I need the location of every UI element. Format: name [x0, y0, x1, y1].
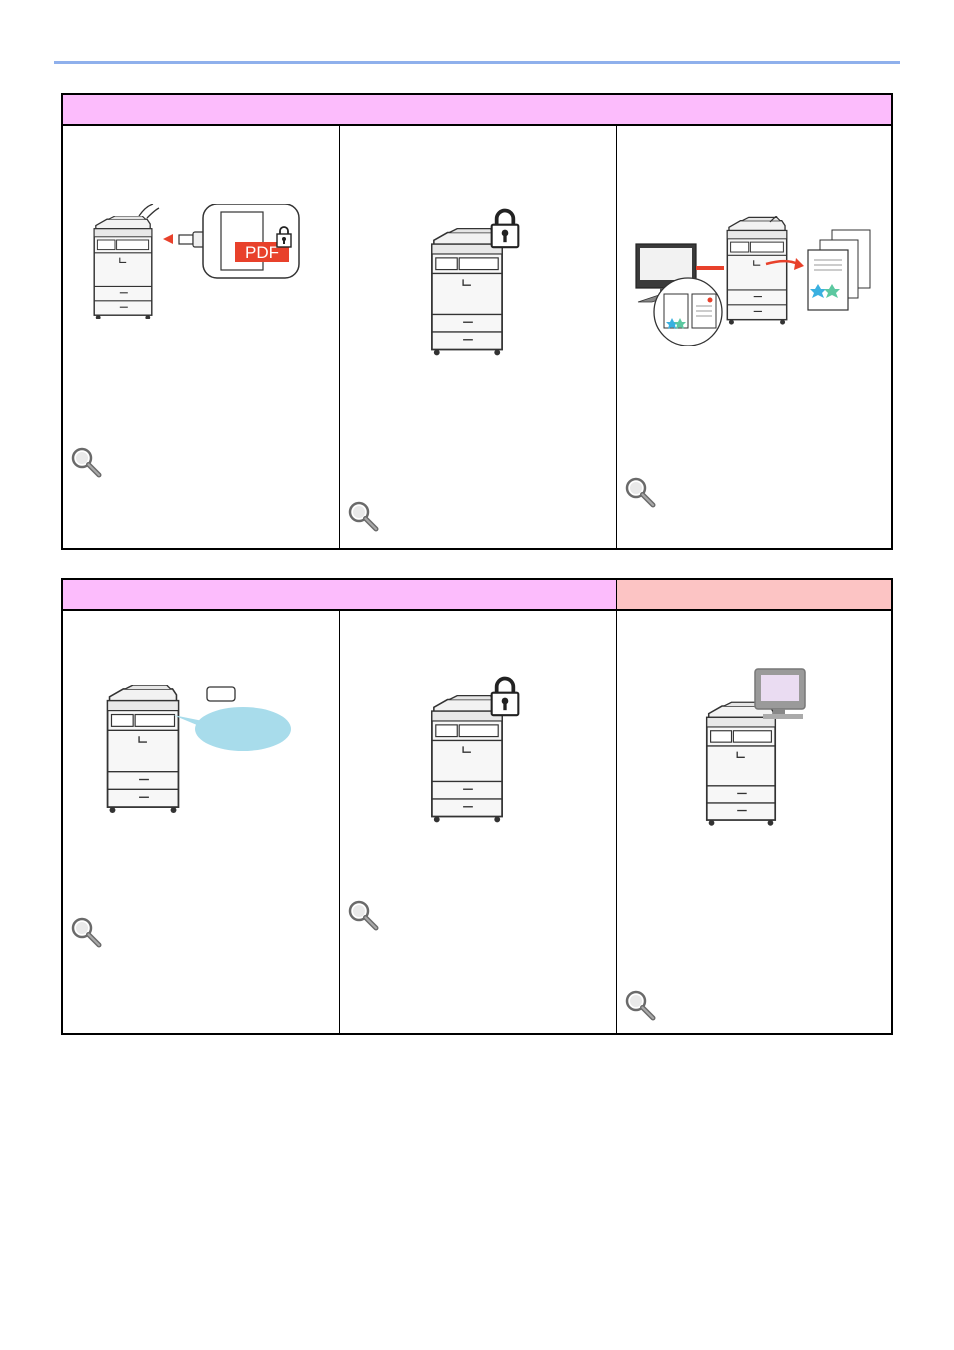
feature-cell-data-security [340, 611, 617, 1033]
reference-link[interactable] [380, 901, 606, 923]
arrow-icon [163, 234, 173, 244]
feature-cell-security [340, 126, 617, 548]
card-icon [206, 686, 236, 702]
monitor-icon [754, 668, 806, 719]
reference-link[interactable] [380, 923, 412, 945]
magnifier-icon [70, 446, 102, 478]
magnifier-icon [624, 989, 656, 1021]
printer-monitor-illustration [705, 668, 806, 827]
magnifier-icon [347, 500, 379, 532]
feature-cell-card-authentication [63, 611, 340, 1033]
magnifier-icon [347, 899, 379, 931]
padlock-icon [276, 226, 292, 248]
table-header-band-accent [617, 580, 891, 611]
printer-card-illustration [106, 685, 291, 813]
top-rule [54, 61, 900, 64]
reference-link[interactable] [103, 470, 178, 492]
reference-link[interactable] [657, 991, 829, 1013]
reference-links [624, 476, 847, 522]
magnifier-icon [624, 476, 656, 508]
reference-links [70, 446, 303, 492]
reference-link[interactable] [103, 918, 273, 940]
reference-link[interactable] [657, 478, 847, 500]
printer-padlock-illustration [431, 676, 520, 823]
reference-link[interactable] [657, 500, 810, 522]
speech-bubble [195, 707, 291, 751]
reference-link[interactable] [103, 448, 303, 470]
computer-printer-illustration [635, 216, 871, 346]
feature-cell-usb-encrypted-pdf: PDF [63, 126, 340, 548]
reference-link[interactable] [380, 502, 559, 524]
feature-cell-remote-operation [617, 611, 891, 1033]
feature-table-2 [61, 578, 893, 1035]
reference-links [70, 916, 287, 962]
reference-links [347, 899, 606, 945]
padlock-icon [490, 676, 520, 717]
magnifier-icon [70, 916, 102, 948]
reference-link[interactable] [103, 940, 287, 962]
padlock-icon [490, 208, 520, 250]
printer-padlock-illustration [431, 208, 520, 356]
printer-usb-pdf-illustration: PDF [93, 204, 300, 319]
svg-text:PDF: PDF [245, 243, 279, 262]
feature-table-1: PDF [61, 93, 893, 550]
reference-links [347, 500, 559, 532]
feature-cell-color-printing [617, 126, 891, 548]
table-header-band [63, 95, 891, 126]
table-header-band [63, 580, 617, 611]
reference-links [624, 989, 829, 1021]
